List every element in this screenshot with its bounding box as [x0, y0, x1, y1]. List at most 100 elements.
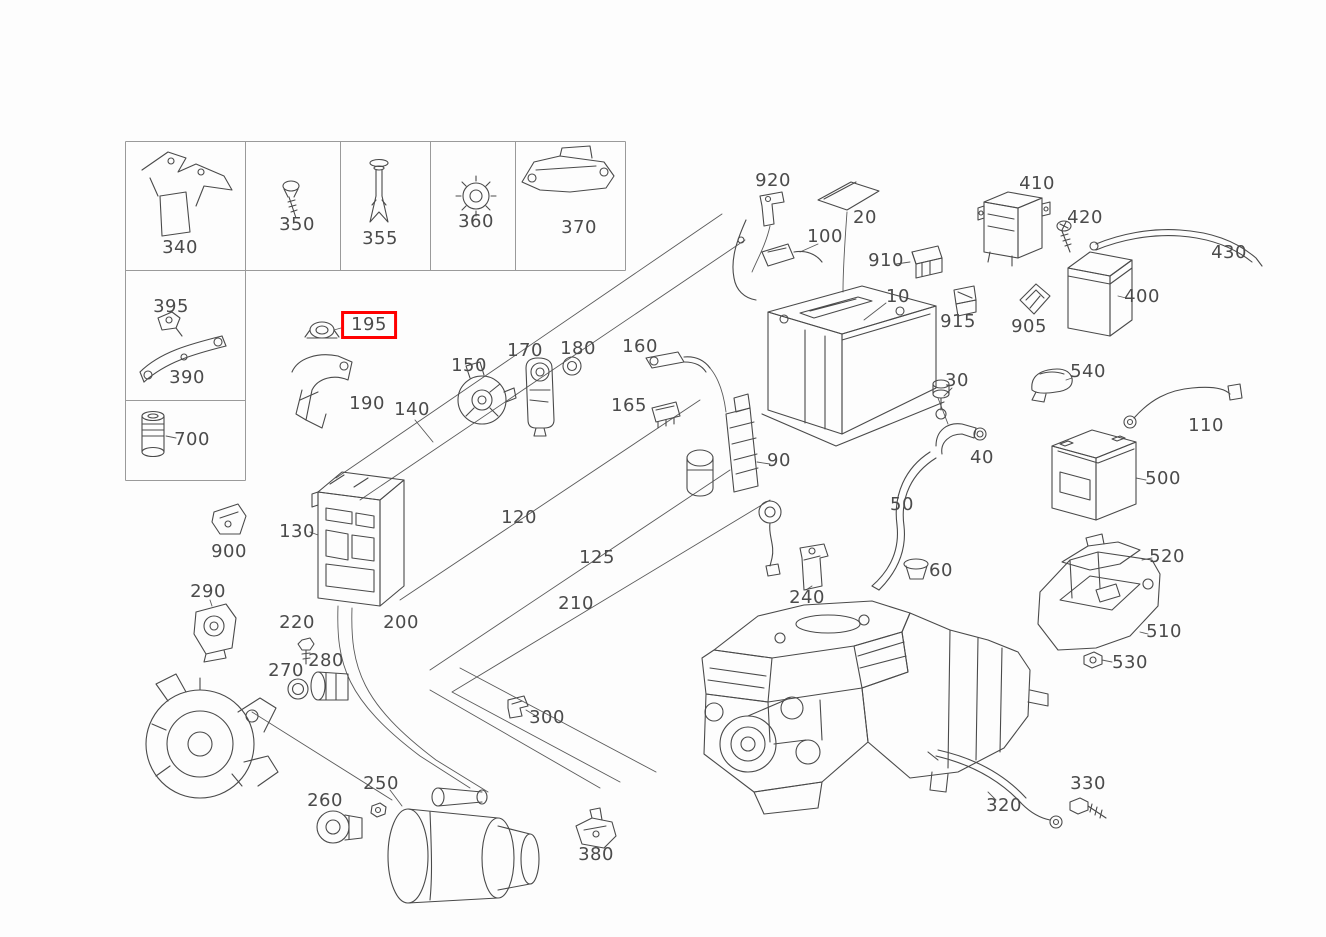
part-label-160[interactable]: 160: [622, 336, 658, 357]
solenoid-280-drawing: [310, 671, 349, 701]
part-label-100[interactable]: 100: [807, 226, 843, 247]
part-label-90[interactable]: 90: [767, 450, 791, 471]
part-label-150[interactable]: 150: [451, 355, 487, 376]
part-label-540[interactable]: 540: [1070, 361, 1106, 382]
bracket-520-drawing: [1061, 533, 1141, 571]
grommet-360-drawing: [455, 175, 497, 217]
part-label-125[interactable]: 125: [579, 547, 615, 568]
battery-tray-510-drawing: [1037, 551, 1161, 651]
part-label-360[interactable]: 360: [458, 211, 494, 232]
regulator-170-drawing: [525, 357, 555, 437]
part-label-190[interactable]: 190: [349, 393, 385, 414]
bracket-340-drawing: [141, 151, 233, 237]
part-label-900[interactable]: 900: [211, 541, 247, 562]
module-410-drawing: [977, 191, 1051, 267]
ring-270-drawing: [287, 678, 309, 700]
stud-30-drawing: [932, 379, 950, 420]
clip-300-drawing: [507, 695, 529, 719]
cable-routing-lines: [251, 211, 949, 801]
part-label-50[interactable]: 50: [890, 494, 914, 515]
part-label-120[interactable]: 120: [501, 507, 537, 528]
sleeve-700-drawing: [141, 410, 165, 458]
nut-250-drawing: [370, 802, 387, 818]
relay-165-drawing: [651, 401, 681, 429]
part-label-10[interactable]: 10: [886, 286, 910, 307]
bracket-920-drawing: [759, 191, 785, 227]
part-label-510[interactable]: 510: [1146, 621, 1182, 642]
part-label-910[interactable]: 910: [868, 250, 904, 271]
battery-drawing: [761, 285, 945, 447]
block-915-drawing: [953, 285, 977, 317]
part-label-170[interactable]: 170: [507, 340, 543, 361]
part-label-355[interactable]: 355: [362, 228, 398, 249]
part-label-400[interactable]: 400: [1124, 286, 1160, 307]
part-label-340[interactable]: 340: [162, 237, 198, 258]
part-label-200[interactable]: 200: [383, 612, 419, 633]
part-label-195-highlighted[interactable]: 195: [341, 311, 397, 339]
part-label-380[interactable]: 380: [578, 844, 614, 865]
part-label-915[interactable]: 915: [940, 311, 976, 332]
part-label-60[interactable]: 60: [929, 560, 953, 581]
part-label-395[interactable]: 395: [153, 296, 189, 317]
part-label-500[interactable]: 500: [1145, 468, 1181, 489]
part-label-290[interactable]: 290: [190, 581, 226, 602]
bushing-180-drawing: [562, 356, 582, 376]
part-label-20[interactable]: 20: [853, 207, 877, 228]
pulley-150-drawing: [457, 361, 517, 425]
cable-430-drawing: [1089, 229, 1263, 267]
part-label-250[interactable]: 250: [363, 773, 399, 794]
bracket-290-drawing: [193, 603, 237, 663]
bracket-900-drawing: [211, 503, 247, 535]
part-label-905[interactable]: 905: [1011, 316, 1047, 337]
rivet-355-drawing: [369, 158, 389, 223]
part-label-130[interactable]: 130: [279, 521, 315, 542]
nut-530-drawing: [1083, 651, 1103, 669]
part-label-210[interactable]: 210: [558, 593, 594, 614]
fuse-holder-910-drawing: [911, 245, 943, 279]
cable-100-drawing: [732, 219, 823, 301]
reference-grid: [125, 141, 626, 481]
part-label-165[interactable]: 165: [611, 395, 647, 416]
screw-350-drawing: [282, 180, 300, 219]
hose-50-drawing: [871, 451, 937, 591]
bolt-330-drawing: [1069, 797, 1107, 819]
part-label-260[interactable]: 260: [307, 790, 343, 811]
terminal-cover-540-drawing: [1031, 368, 1073, 403]
part-label-320[interactable]: 320: [986, 795, 1022, 816]
part-label-330[interactable]: 330: [1070, 773, 1106, 794]
part-label-270[interactable]: 270: [268, 660, 304, 681]
part-label-430[interactable]: 430: [1211, 242, 1247, 263]
part-label-220[interactable]: 220: [279, 612, 315, 633]
label-leader-lines: [165, 243, 1153, 807]
part-label-530[interactable]: 530: [1112, 652, 1148, 673]
bracket-390-drawing: [139, 335, 227, 383]
part-label-920[interactable]: 920: [755, 170, 791, 191]
bracket-370-drawing: [521, 145, 615, 193]
part-label-410[interactable]: 410: [1019, 173, 1055, 194]
part-label-180[interactable]: 180: [560, 338, 596, 359]
part-label-240[interactable]: 240: [789, 587, 825, 608]
ground-cable-110-drawing: [1123, 383, 1243, 429]
screw-420-drawing: [1056, 220, 1072, 253]
terminal-160-drawing: [645, 351, 711, 373]
part-label-350[interactable]: 350: [279, 214, 315, 235]
part-label-140[interactable]: 140: [394, 399, 430, 420]
part-label-110[interactable]: 110: [1188, 415, 1224, 436]
grommet-60-drawing: [903, 558, 929, 580]
part-label-280[interactable]: 280: [308, 650, 344, 671]
junction-90-drawing: [686, 393, 759, 497]
part-label-30[interactable]: 30: [945, 370, 969, 391]
part-label-40[interactable]: 40: [970, 447, 994, 468]
box-400-drawing: [1067, 251, 1133, 337]
clip-395-drawing: [157, 311, 183, 337]
part-label-390[interactable]: 390: [169, 367, 205, 388]
aux-battery-drawing: [1051, 429, 1137, 521]
part-label-300[interactable]: 300: [529, 707, 565, 728]
part-label-700[interactable]: 700: [174, 429, 210, 450]
duct-190-drawing: [291, 354, 353, 429]
part-label-370[interactable]: 370: [561, 217, 597, 238]
part-label-520[interactable]: 520: [1149, 546, 1185, 567]
part-label-420[interactable]: 420: [1067, 207, 1103, 228]
